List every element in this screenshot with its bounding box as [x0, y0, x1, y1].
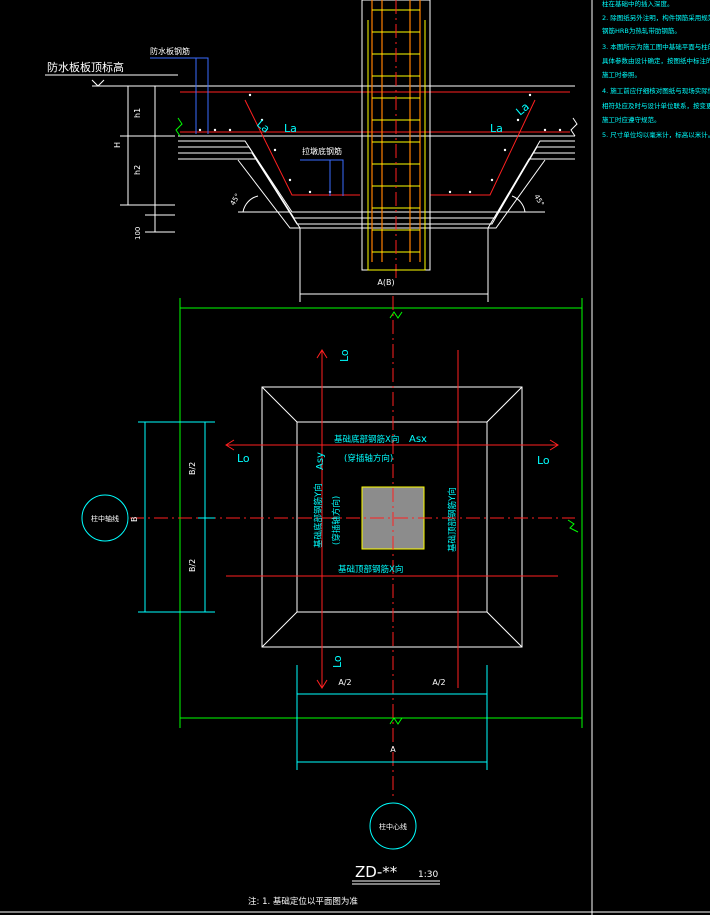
- note-line-3: 钢筋HRB为热轧带肋钢筋。: [602, 26, 681, 35]
- dim-b-half-top: B/2: [188, 462, 197, 475]
- angle-arc-right: [511, 195, 526, 213]
- break-mark-right: [570, 117, 578, 137]
- label-bottom-x-bottom: 基础顶部钢筋X向: [338, 564, 403, 575]
- axis-left: 柱中轴线: [91, 514, 119, 523]
- drawing-caption: 注: 1. 基础定位以平面图为准: [248, 896, 358, 907]
- drawing-scale: 1:30: [418, 870, 438, 880]
- drawing-number: ZD-**: [355, 863, 398, 881]
- rebar-dots: [198, 93, 562, 194]
- plan-break-right: [567, 519, 579, 533]
- dim-a-half-left: A/2: [338, 678, 351, 687]
- axis-bubble-bottom: [369, 802, 417, 850]
- footing-corner-tr: [486, 386, 523, 423]
- note-line-8: 相符处应及时与设计单位联系，按变更后的图纸: [602, 101, 710, 110]
- leader-waterproof-bar: [150, 57, 209, 134]
- footing-corner-bl: [261, 611, 298, 648]
- note-line-2: 2. 除图纸另外注明，构件钢筋采用规范中规定。: [602, 13, 710, 22]
- pit-side-right: [488, 159, 546, 229]
- axis-bubble-left: [81, 494, 129, 542]
- lap-plan-bottom: Lo: [331, 655, 344, 668]
- pit-side-left: [237, 159, 300, 229]
- note-line-1: 柱在基础中的插入深度。: [602, 0, 674, 8]
- pit-outline-3: [178, 152, 575, 225]
- footing-inner: [296, 421, 488, 613]
- dim-b-half-bottom: B/2: [188, 559, 197, 572]
- plan-dims-bottom: [296, 665, 488, 770]
- section-view: 防水板板顶标高 防水板钢筋 拉墩底钢筋 h1 H h2 100 La La La…: [45, 0, 578, 302]
- label-asx: Asx: [409, 434, 427, 445]
- notes-panel: 柱在基础中的插入深度。 2. 除图纸另外注明，构件钢筋采用规范中规定。 钢筋HR…: [591, 0, 710, 915]
- angle-arc-left: [242, 195, 259, 213]
- label-bottom-y-left-sub: (穿插轴方向): [331, 496, 342, 545]
- column-outer-bar: [367, 20, 426, 271]
- note-line-6: 施工时参照。: [602, 70, 641, 79]
- label-bottom-y-right: 基础顶部钢筋Y向: [447, 487, 458, 552]
- note-line-5: 具体参数由设计确定，按图纸中标注的尺寸。: [602, 56, 710, 65]
- angle-left: 45°: [229, 192, 242, 207]
- footing-corner-br: [486, 611, 523, 648]
- dim-100: 100: [134, 227, 142, 240]
- rebar-y-left-arrow-bottom: [316, 679, 328, 689]
- dim-B: B: [130, 517, 139, 523]
- lap-plan-top: Lo: [338, 349, 351, 362]
- rebar-x-top-arrow-left: [225, 439, 235, 451]
- dim-h2: h2: [133, 165, 142, 175]
- lap-left-flat: La: [284, 122, 297, 135]
- label-bottom-x-top: 基础底部钢筋X向: [334, 434, 399, 445]
- lap-right-flat: La: [490, 122, 503, 135]
- note-line-4: 3. 本图所示为施工图中基础平面与柱的配筋，: [602, 42, 710, 51]
- label-bottom-y-left: 基础底部钢筋Y向: [313, 483, 324, 548]
- elevation-marker: [91, 79, 105, 87]
- axis-bottom: 柱中心线: [379, 822, 407, 831]
- break-mark-left: [175, 117, 183, 137]
- label-pullout-bar: 拉墩底钢筋: [302, 146, 342, 156]
- label-waterproof-bar: 防水板钢筋: [150, 46, 190, 56]
- label-asy: Asy: [315, 452, 326, 470]
- dim-A: A: [390, 745, 396, 754]
- dim-width: A(B): [377, 278, 394, 287]
- plan-view: Lo Lo Lo Lo 基础底部钢筋X向 Asx (穿插轴方向) 基础顶部钢筋X…: [81, 296, 583, 850]
- note-line-9: 施工时应遵守规范。: [602, 115, 661, 124]
- leader-pullout-bar: [300, 159, 344, 196]
- pit-outline-4: [178, 158, 575, 229]
- note-line-10: 5. 尺寸单位均以毫米计，标高以米计。: [602, 130, 710, 139]
- rebar-x-top-arrow-right: [549, 439, 559, 451]
- label-waterproof-top: 防水板板顶标高: [47, 60, 124, 74]
- angle-right: 45°: [532, 193, 545, 208]
- pit-outline-1: [178, 140, 575, 213]
- lap-plan-left: Lo: [237, 452, 250, 465]
- footing-outer: [261, 386, 523, 648]
- plan-dims-left: [138, 421, 215, 613]
- lap-left-slope: La: [254, 117, 272, 135]
- title-block: ZD-** 1:30 注: 1. 基础定位以平面图为准: [0, 863, 710, 913]
- dims-left-vertical: [120, 85, 175, 233]
- dim-h1: h1: [133, 108, 142, 118]
- label-bottom-x-top-sub: (穿插轴方向): [344, 453, 393, 464]
- lap-plan-right: Lo: [537, 454, 550, 467]
- note-line-7: 4. 施工前应仔细核对图纸与现场实际情况，若有不: [602, 86, 710, 95]
- lap-right-slope: La: [514, 100, 532, 118]
- rebar-y-left-arrow-top: [316, 349, 328, 359]
- plan-break-bottom: [389, 717, 403, 725]
- plan-break-top: [389, 311, 403, 319]
- pit-outline-2: [178, 146, 575, 219]
- dim-H: H: [113, 142, 122, 148]
- footing-corner-tl: [261, 386, 298, 423]
- dim-a-half-right: A/2: [432, 678, 445, 687]
